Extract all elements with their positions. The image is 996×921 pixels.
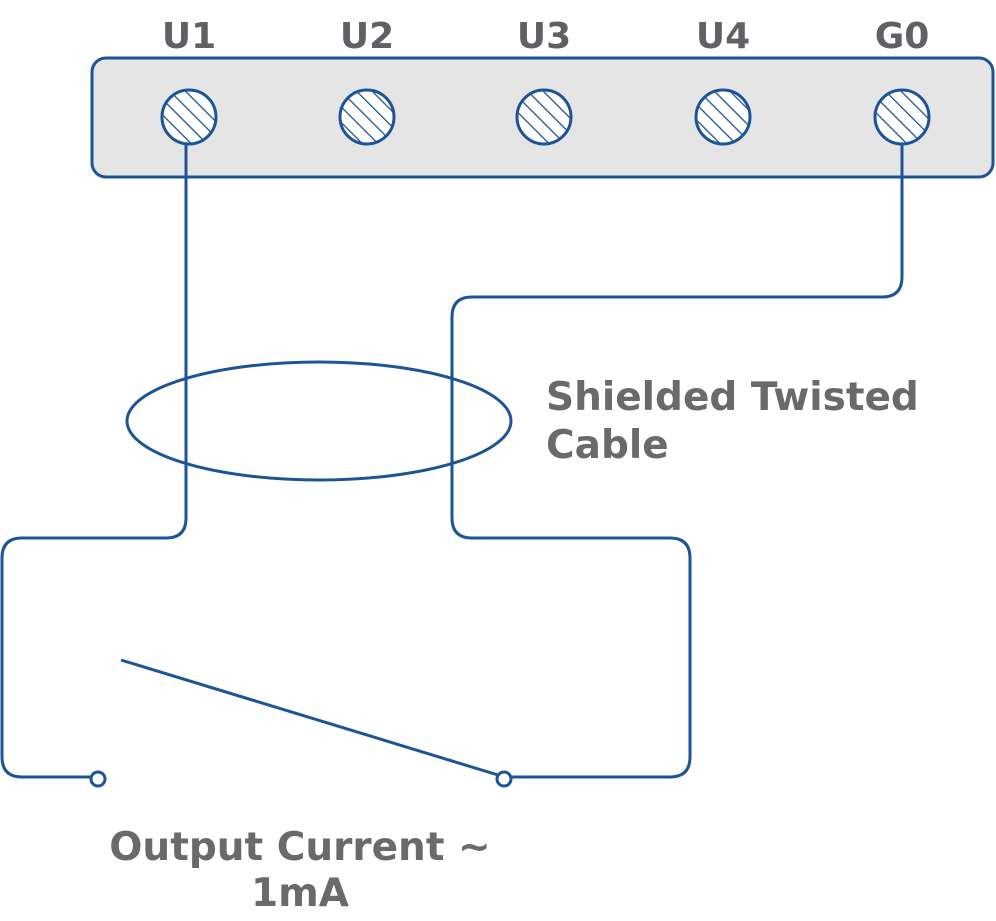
terminal-label-u1: U1 — [162, 16, 216, 57]
screw-terminal-u1 — [160, 88, 218, 146]
cable-shield-ellipse — [125, 360, 513, 482]
screw-terminal-g0 — [873, 88, 931, 146]
switch-contact-right — [495, 770, 513, 788]
screw-terminal-u3 — [515, 88, 573, 146]
switch-blade — [120, 658, 499, 777]
wire-g0 — [450, 144, 904, 779]
cable-label-line2: Cable — [546, 423, 669, 468]
switch-label-line1: Output Current ~ — [109, 825, 490, 870]
screw-terminal-u2 — [338, 88, 396, 146]
terminal-label-u3: U3 — [517, 16, 571, 57]
cable-label-line1: Shielded Twisted — [546, 375, 919, 420]
wire-u1 — [0, 144, 188, 779]
screw-terminal-u4 — [694, 88, 752, 146]
switch-contact-left — [89, 770, 107, 788]
switch-label-line2: 1mA — [251, 871, 349, 916]
terminal-label-g0: G0 — [875, 16, 930, 57]
terminal-label-u4: U4 — [696, 16, 750, 57]
terminal-label-u2: U2 — [340, 16, 394, 57]
